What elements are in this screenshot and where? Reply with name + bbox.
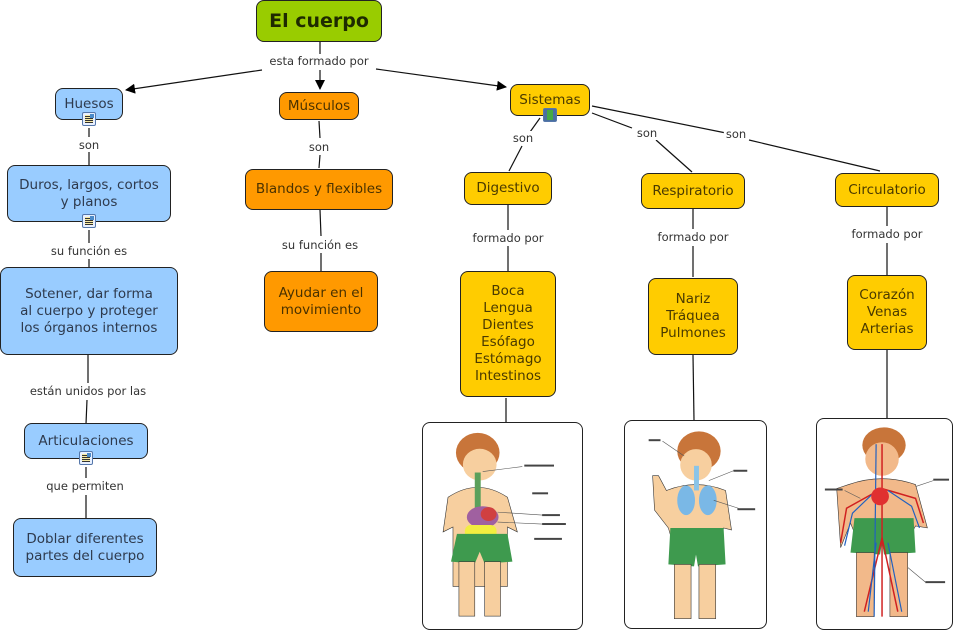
child-circulatory-illustration bbox=[824, 427, 950, 617]
link-label-formado-por: formado por bbox=[849, 227, 925, 241]
respiratory-system-image[interactable] bbox=[624, 420, 767, 629]
link-label-formado-por: formado por bbox=[655, 230, 731, 244]
link-label-son: son bbox=[76, 138, 102, 152]
concept-doblar-partes[interactable]: Doblar diferentes partes del cuerpo bbox=[13, 518, 157, 577]
document-resource-icon[interactable] bbox=[79, 451, 93, 465]
concept-blandos-flexibles[interactable]: Blandos y flexibles bbox=[245, 169, 393, 210]
document-resource-icon[interactable] bbox=[82, 112, 96, 126]
circulatory-system-image[interactable] bbox=[816, 418, 953, 630]
link-label-formado-por: formado por bbox=[470, 231, 546, 245]
child-respiratory-illustration bbox=[648, 431, 756, 619]
child-digestive-illustration bbox=[442, 432, 566, 617]
concept-ayudar-movimiento[interactable]: Ayudar en el movimiento bbox=[264, 271, 378, 332]
link-label-estan-unidos-por-las: están unidos por las bbox=[27, 384, 149, 398]
document-resource-icon[interactable] bbox=[82, 214, 96, 228]
concept-digestivo[interactable]: Digestivo bbox=[464, 172, 552, 205]
concept-circulatory-parts[interactable]: Corazón Venas Arterias bbox=[847, 275, 927, 350]
concept-sostener-proteger[interactable]: Sotener, dar forma al cuerpo y proteger … bbox=[0, 267, 178, 355]
video-resource-icon[interactable] bbox=[543, 108, 557, 122]
link-label-su-funcion-es: su función es bbox=[48, 244, 130, 258]
link-label-son-circulatorio: son bbox=[723, 127, 749, 141]
link-label-esta-formado-por: esta formado por bbox=[267, 54, 371, 68]
concept-respiratorio[interactable]: Respiratorio bbox=[641, 173, 745, 209]
concept-respiratory-parts[interactable]: Nariz Tráquea Pulmones bbox=[648, 278, 738, 355]
digestive-system-image[interactable] bbox=[422, 422, 583, 630]
concept-circulatorio[interactable]: Circulatorio bbox=[835, 173, 939, 207]
link-label-son-respiratorio: son bbox=[634, 126, 660, 140]
concept-digestive-parts[interactable]: Boca Lengua Dientes Esófago Estómago Int… bbox=[460, 271, 556, 397]
link-label-son: son bbox=[306, 140, 332, 154]
concept-musculos[interactable]: Músculos bbox=[279, 92, 359, 120]
link-label-su-funcion-es: su función es bbox=[279, 238, 361, 252]
link-label-que-permiten: que permiten bbox=[44, 479, 126, 493]
link-label-son-digestivo: son bbox=[510, 131, 536, 145]
root-concept-el-cuerpo[interactable]: El cuerpo bbox=[256, 0, 382, 42]
